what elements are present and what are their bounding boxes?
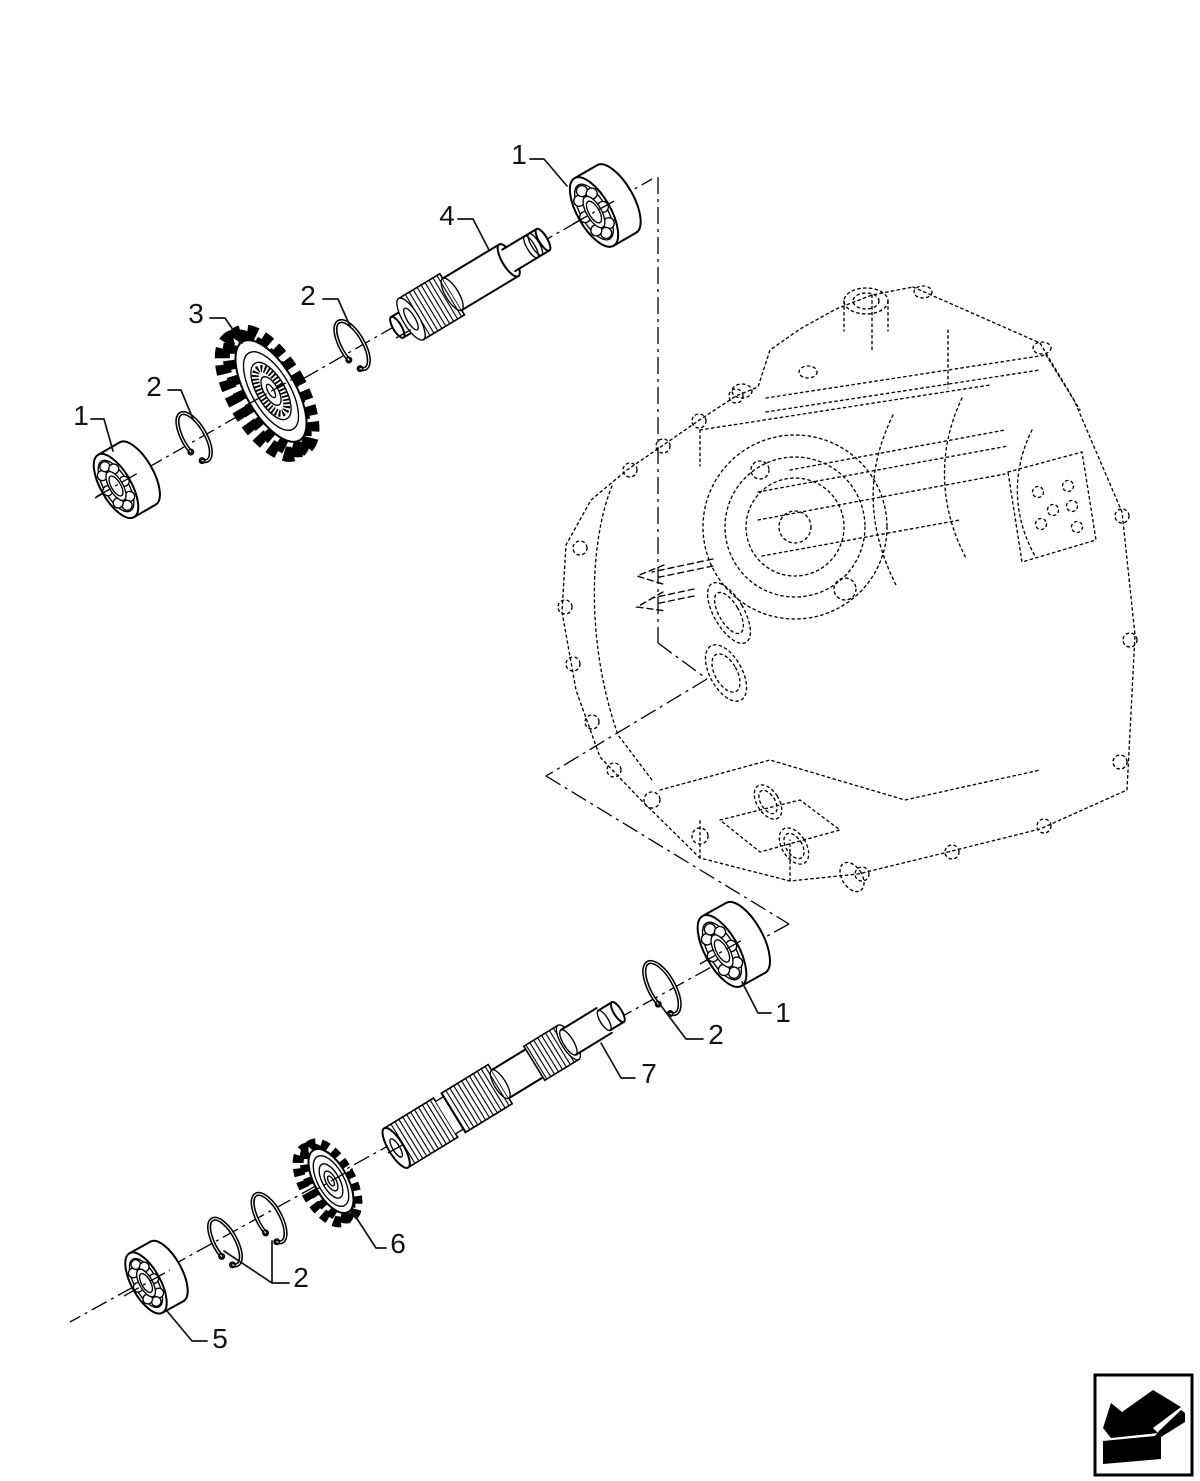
insertion-arrow-icon [634,558,714,612]
upper-gear [214,324,320,462]
axis-overlays [95,199,745,1297]
callout-4[interactable]: 4 [439,200,455,231]
callout-1-lower-right[interactable]: 1 [775,997,791,1028]
snap-ring-lower-pair-right [250,1191,288,1246]
back-arrow-icon[interactable] [1093,1373,1194,1477]
callout-2-lower-pair[interactable]: 2 [293,1262,309,1293]
lower-shaft [381,1001,626,1169]
upper-shaft [389,227,552,341]
snap-ring-lower-right [642,959,682,1017]
callout-1-upper-right[interactable]: 1 [511,139,527,170]
callout-leaders [90,158,772,1342]
callout-7[interactable]: 7 [641,1058,657,1089]
callout-labels: 1 4 2 3 2 1 1 2 7 6 2 5 [73,139,791,1354]
snap-ring-upper-left [175,410,213,465]
transmission-housing [557,285,1138,893]
callout-5[interactable]: 5 [212,1323,228,1354]
callout-3[interactable]: 3 [188,298,204,329]
callout-2-lower-right[interactable]: 2 [708,1019,724,1050]
callout-6[interactable]: 6 [390,1228,406,1259]
callout-2-upper-left[interactable]: 2 [146,371,162,402]
snap-ring-upper-right [333,318,371,373]
callout-2-upper-right[interactable]: 2 [300,280,316,311]
callout-1-upper-left[interactable]: 1 [73,400,89,431]
